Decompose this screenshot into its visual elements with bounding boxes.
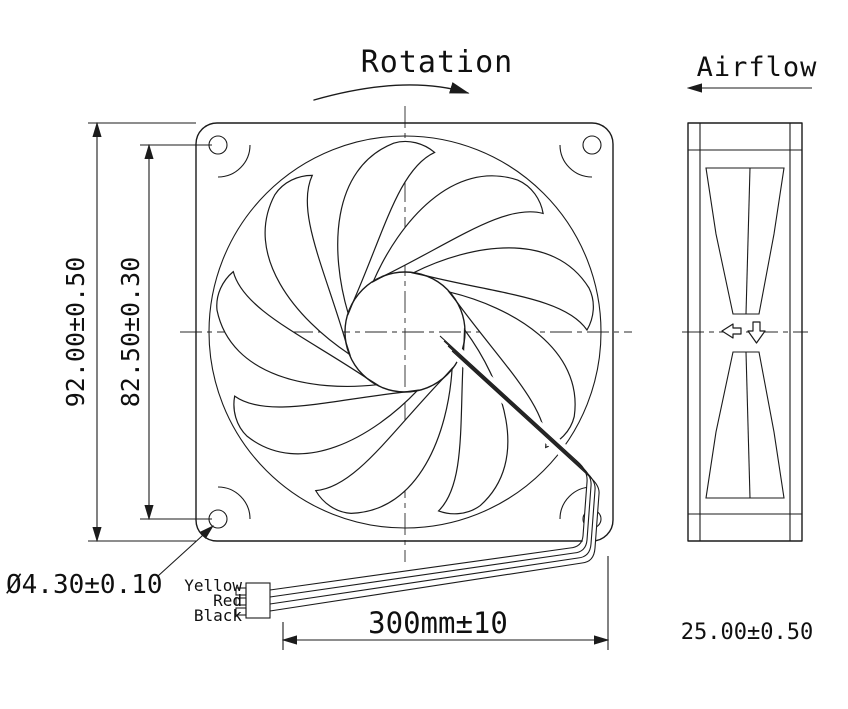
wire-connector <box>235 582 271 619</box>
wire-4 <box>269 350 600 612</box>
hole-diameter-text: Ø4.30±0.10 <box>6 570 163 600</box>
side-blade-top <box>705 167 785 315</box>
wire-2 <box>269 340 592 598</box>
dimension-thickness: 25.00±0.50 <box>681 620 813 645</box>
hole-pitch-text: 82.50±0.30 <box>116 257 145 408</box>
left-arrow-icon <box>721 323 742 339</box>
fan-frame <box>195 122 614 542</box>
airflow-direction-arrows <box>721 321 766 344</box>
lead-length-text: 300mm±10 <box>368 606 508 640</box>
side-frame <box>687 122 803 542</box>
dimension-hole-pitch: 82.50±0.30 <box>116 143 212 521</box>
wire-label-black: Black <box>194 606 243 625</box>
wire-label-yellow: Yellow <box>184 576 242 595</box>
wire-3 <box>269 345 596 605</box>
dimension-hole-diameter: Ø4.30±0.10 <box>6 525 214 600</box>
thickness-text: 25.00±0.50 <box>681 620 813 645</box>
mounting-hole-top-right <box>582 135 602 155</box>
dimension-frame-size: 92.00±0.50 <box>61 121 196 543</box>
fan-front-view <box>195 122 614 542</box>
fan-venturi-circle <box>208 135 602 529</box>
dimension-lead-length: 300mm±10 <box>281 556 610 650</box>
rotation-label: Rotation <box>361 45 514 80</box>
lead-wires: Yellow Red Black <box>184 335 600 625</box>
down-arrow-icon <box>747 321 766 344</box>
airflow-label: Airflow <box>697 52 818 83</box>
rotation-direction-arrow <box>313 82 470 101</box>
frame-size-text: 92.00±0.50 <box>61 257 90 408</box>
fan-hub <box>344 271 466 393</box>
wire-label-red: Red <box>213 591 242 610</box>
wire-1 <box>269 335 588 591</box>
fan-side-view <box>687 122 803 542</box>
side-blade-bottom <box>705 351 785 499</box>
